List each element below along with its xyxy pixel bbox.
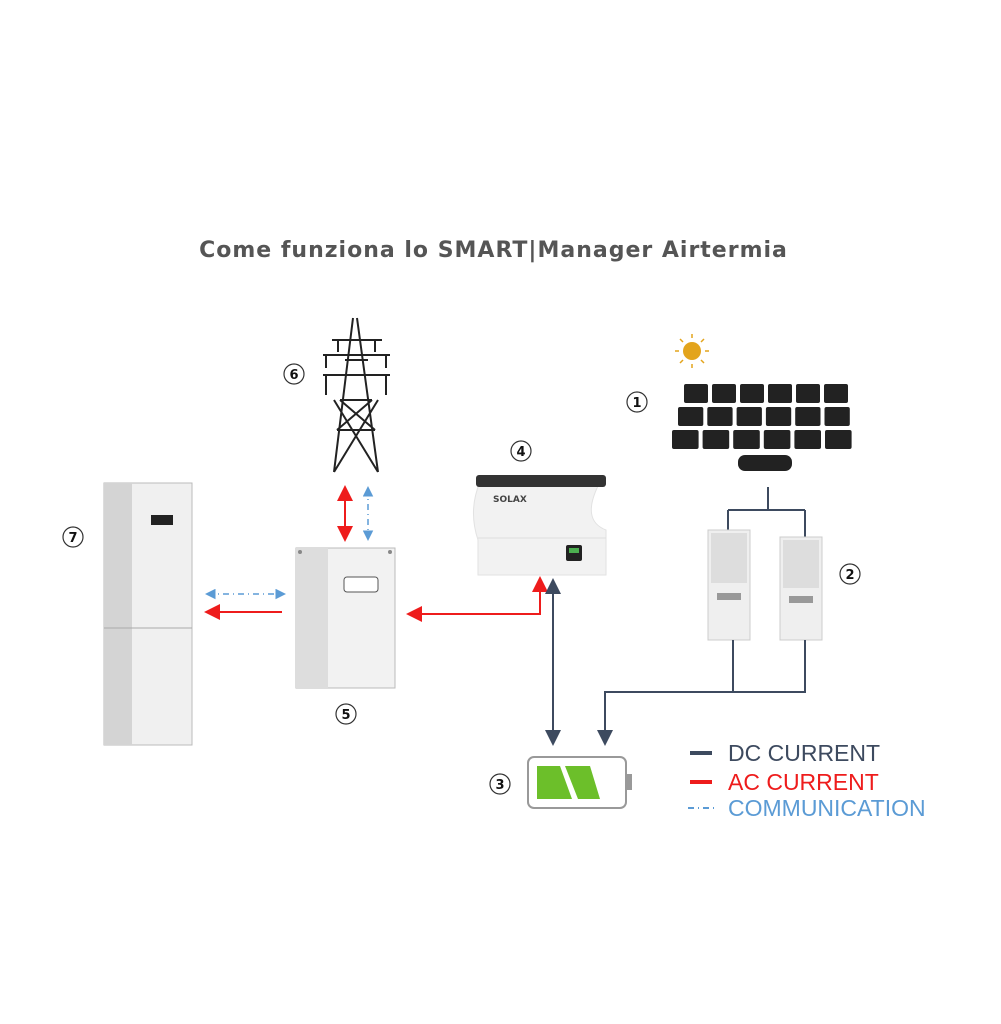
solar-cell <box>684 384 708 403</box>
component-number: 6 <box>289 368 298 383</box>
solar-cell <box>824 384 848 403</box>
component-number: 7 <box>68 531 77 546</box>
diagram-title: Come funziona lo SMART|Manager Airtermia <box>199 238 788 263</box>
component-number: 5 <box>341 708 350 723</box>
smart-manager-box-icon <box>295 547 396 689</box>
solar-cell <box>768 384 792 403</box>
legend: DC CURRENT AC CURRENT COMMUNICATION <box>688 740 926 821</box>
component-number: 2 <box>845 568 854 583</box>
solar-cell <box>702 430 730 449</box>
charge-controller-icon <box>707 487 823 641</box>
ac-line <box>406 576 548 622</box>
solar-cell <box>795 407 821 426</box>
solar-cell <box>794 430 821 449</box>
legend-ac-label: AC CURRENT <box>728 769 879 795</box>
solar-cell <box>712 384 736 403</box>
solar-cell <box>736 407 762 426</box>
solar-cell <box>824 407 850 426</box>
legend-communication-label: COMMUNICATION <box>728 795 926 821</box>
component-number: 3 <box>495 778 504 793</box>
solar-cell <box>765 407 792 426</box>
solar-cell <box>825 430 852 449</box>
solar-cell <box>740 384 764 403</box>
inverter-icon: SOLAX <box>473 475 607 576</box>
solar-cell <box>678 407 704 426</box>
sun-icon <box>675 334 709 368</box>
component-number: 1 <box>632 396 641 411</box>
solax-logo: SOLAX <box>493 495 527 505</box>
heat-pump-icon <box>103 482 193 746</box>
solar-cell <box>763 430 791 449</box>
legend-dc-label: DC CURRENT <box>728 740 880 766</box>
solar-cell <box>672 430 699 449</box>
solar-cell <box>796 384 820 403</box>
component-number: 4 <box>516 445 525 460</box>
power-tower-icon <box>323 317 390 473</box>
dc-line <box>605 640 806 742</box>
solar-panel-icon <box>672 384 852 471</box>
solar-cell <box>707 407 733 426</box>
battery-icon <box>527 756 632 809</box>
solar-cell <box>733 430 760 449</box>
